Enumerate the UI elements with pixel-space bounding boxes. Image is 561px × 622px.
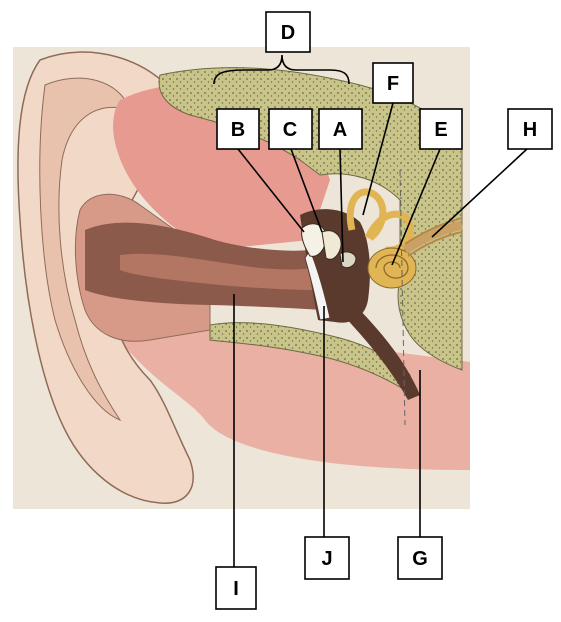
label-A-box: A xyxy=(319,109,362,149)
label-I: I xyxy=(233,578,239,600)
label-B: B xyxy=(231,119,245,141)
label-G: G xyxy=(412,548,428,570)
label-G-box: G xyxy=(398,537,442,579)
label-J: J xyxy=(321,548,332,570)
label-E-box: E xyxy=(420,109,462,149)
label-C: C xyxy=(283,119,297,141)
label-B-box: B xyxy=(217,109,259,149)
label-F-box: F xyxy=(373,63,413,103)
label-H: H xyxy=(523,119,537,141)
label-D: D xyxy=(281,22,295,44)
label-F: F xyxy=(387,73,399,95)
cochlea xyxy=(368,248,416,288)
label-D-box: D xyxy=(266,12,310,52)
label-A: A xyxy=(333,119,347,141)
label-C-box: C xyxy=(269,109,312,149)
label-H-box: H xyxy=(508,109,552,149)
label-I-box: I xyxy=(216,567,256,609)
label-J-box: J xyxy=(305,537,349,579)
label-E: E xyxy=(434,119,447,141)
